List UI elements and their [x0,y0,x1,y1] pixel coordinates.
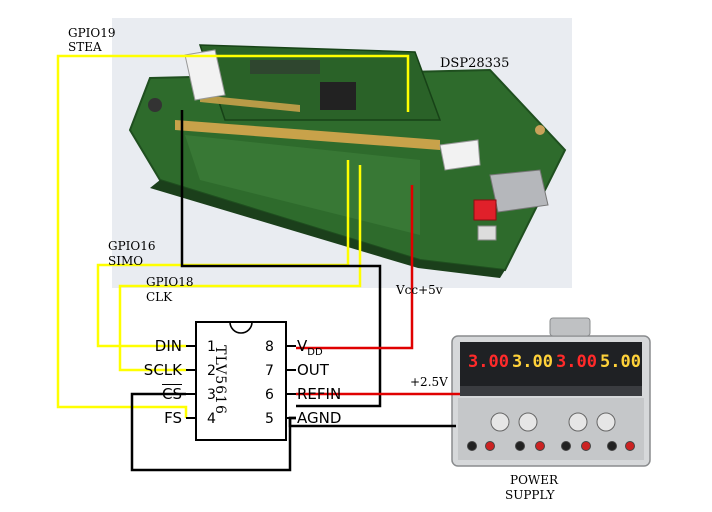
tlv5616-chip [186,321,296,441]
label-simo: SIMO [108,254,144,268]
board-title: DSP28335 [440,56,510,71]
label-gpio16: GPIO16 [108,239,156,253]
display-3: 3.00 [556,352,597,372]
supply-terminal[interactable] [607,441,617,451]
label-vcc: Vcc+5v [396,283,443,297]
power-supply [451,317,651,467]
label-2v5: +2.5V [410,375,448,389]
supply-terminal[interactable] [581,441,591,451]
label-clk: CLK [146,290,173,304]
pin-num-3: 3 [207,387,216,403]
pin-label-vdd: VDD [297,337,323,359]
supply-terminal[interactable] [467,441,477,451]
pin-label-refin: REFIN [297,385,342,403]
pin-label-cs: CS [162,385,182,403]
pin-num-2: 2 [207,363,216,379]
wire-simo [96,160,350,348]
wire-stea [56,54,410,418]
pin-label-out: OUT [297,361,329,379]
supply-terminal[interactable] [625,441,635,451]
supply-terminal[interactable] [515,441,525,451]
supply-terminal[interactable] [485,441,495,451]
wire-vcc [296,185,414,350]
pin-label-fs: FS [164,409,182,427]
label-gpio18: GPIO18 [146,275,194,289]
pin-num-5: 5 [265,411,274,427]
pin-num-7: 7 [265,363,274,379]
display-4: 5.00 [600,352,641,372]
supply-knob[interactable] [596,412,616,432]
display-2: 3.00 [512,352,553,372]
supply-knob[interactable] [568,412,588,432]
supply-terminal[interactable] [535,441,545,451]
label-gpio19: GPIO19 [68,26,116,40]
supply-terminal[interactable] [561,441,571,451]
pin-label-agnd: AGND [297,409,342,427]
wire-gnd [180,110,382,408]
label-supply: SUPPLY [505,488,555,502]
pin-num-1: 1 [207,339,216,355]
wire-clk [118,165,362,372]
pin-num-6: 6 [265,387,274,403]
supply-knob[interactable] [490,412,510,432]
pin-num-8: 8 [265,339,274,355]
chip-name: TLV5616 [212,345,228,415]
label-power: POWER [510,473,559,487]
pin-num-4: 4 [207,411,216,427]
pin-label-sclk: SCLK [143,361,182,379]
pin-label-din: DIN [154,337,182,355]
label-stea: STEA [68,40,102,54]
display-1: 3.00 [468,352,509,372]
supply-knob[interactable] [518,412,538,432]
